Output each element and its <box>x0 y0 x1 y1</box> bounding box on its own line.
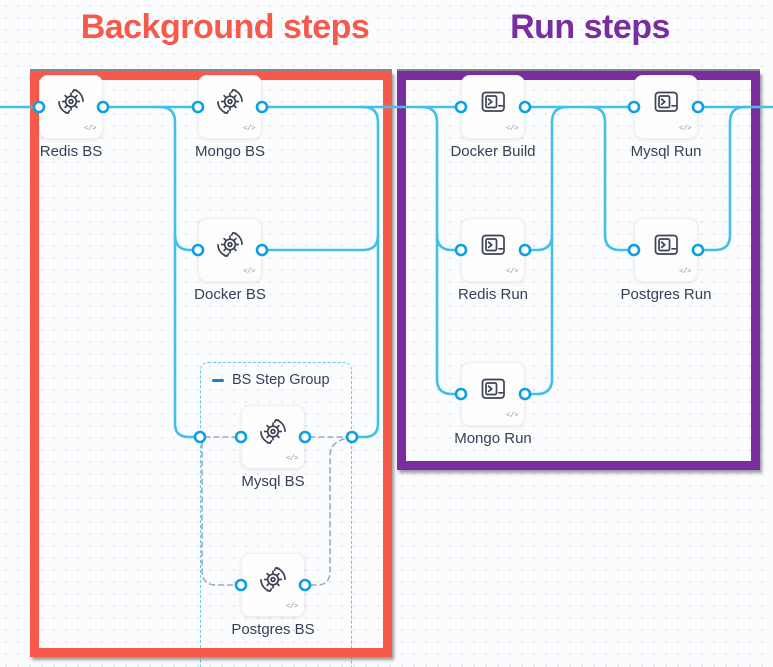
bs-step-group-label: BS Step Group <box>232 372 330 388</box>
connector-bus-left-run <box>420 105 458 396</box>
port-mongo-bs-out[interactable] <box>255 100 269 114</box>
port-docker-bs-in[interactable] <box>191 243 205 257</box>
connector-branch-postgres-run-in <box>588 105 631 252</box>
background-step-icon <box>217 231 243 258</box>
port-bs-step-group-in[interactable] <box>193 430 207 444</box>
port-mysql-bs-in[interactable] <box>234 430 248 444</box>
port-redis-run-in[interactable] <box>454 243 468 257</box>
port-postgres-bs-in[interactable] <box>234 578 248 592</box>
port-postgres-bs-out[interactable] <box>298 578 312 592</box>
step-label: Docker Build <box>450 143 536 160</box>
code-badge: </> <box>678 125 692 133</box>
step-label: Redis Run <box>457 286 529 303</box>
run-step-icon <box>481 234 505 255</box>
connector-branch-docker-bs-out <box>265 233 380 252</box>
run-steps-title: Run steps <box>510 8 670 46</box>
step-label: Mongo BS <box>194 143 266 160</box>
port-docker-build-out[interactable] <box>518 100 532 114</box>
step-label: Mongo Run <box>454 430 532 447</box>
code-badge: </> <box>505 125 519 133</box>
run-step-icon <box>654 91 678 112</box>
connector-branch-redis-run-out <box>528 233 554 252</box>
code-badge: </> <box>285 603 299 611</box>
port-redis-bs-out[interactable] <box>96 100 110 114</box>
step-node-postgres-bs[interactable]: </> <box>241 553 305 617</box>
connector-branch-docker-bs-in <box>173 233 195 252</box>
port-mongo-run-out[interactable] <box>518 387 532 401</box>
run-steps-box <box>397 71 760 470</box>
port-docker-bs-out[interactable] <box>255 243 269 257</box>
step-node-redis-bs[interactable]: </> <box>39 75 103 139</box>
port-postgres-run-in[interactable] <box>627 243 641 257</box>
code-badge: </> <box>505 268 519 276</box>
port-redis-bs-in[interactable] <box>32 100 46 114</box>
port-mysql-bs-out[interactable] <box>298 430 312 444</box>
step-node-postgres-run[interactable]: </> <box>634 218 698 282</box>
connector-branch-redis-run-in <box>435 233 458 252</box>
step-label: Redis BS <box>39 143 103 160</box>
run-step-icon <box>481 378 505 399</box>
background-steps-title: Background steps <box>80 8 370 46</box>
step-label: Postgres BS <box>231 621 315 638</box>
run-step-icon <box>481 91 505 112</box>
code-badge: </> <box>505 412 519 420</box>
step-label: Docker BS <box>194 286 266 303</box>
step-label: Mysql Run <box>630 143 702 160</box>
step-node-docker-build[interactable]: </> <box>461 75 525 139</box>
code-badge: </> <box>678 268 692 276</box>
port-docker-build-in[interactable] <box>454 100 468 114</box>
collapse-minus-icon[interactable] <box>212 378 224 382</box>
port-bs-step-group-out[interactable] <box>345 430 359 444</box>
port-redis-run-out[interactable] <box>518 243 532 257</box>
background-step-icon <box>217 88 243 115</box>
code-badge: </> <box>83 125 97 133</box>
port-mysql-run-out[interactable] <box>691 100 705 114</box>
background-step-icon <box>58 88 84 115</box>
port-mongo-bs-in[interactable] <box>191 100 205 114</box>
bs-step-group-box <box>200 362 352 667</box>
bs-step-group-header: BS Step Group <box>212 372 330 388</box>
connector-branch-postgres-run-out <box>701 105 747 252</box>
connector-bus-left-bg <box>158 105 197 439</box>
run-step-icon <box>654 234 678 255</box>
connector-dashed-postgres-bs-out <box>310 438 345 586</box>
code-badge: </> <box>285 455 299 463</box>
connector-dashed-postgres-bs-in <box>201 442 236 586</box>
code-badge: </> <box>242 125 256 133</box>
connector-bus-right-bg <box>355 105 380 439</box>
step-node-mongo-run[interactable]: </> <box>461 362 525 426</box>
step-label: Postgres Run <box>620 286 712 303</box>
background-step-icon <box>260 566 286 593</box>
port-mongo-run-in[interactable] <box>454 387 468 401</box>
background-step-icon <box>260 418 286 445</box>
step-node-mysql-run[interactable]: </> <box>634 75 698 139</box>
port-postgres-run-out[interactable] <box>691 243 705 257</box>
code-badge: </> <box>242 268 256 276</box>
connector-bus-mid-run <box>528 105 569 396</box>
step-node-redis-run[interactable]: </> <box>461 218 525 282</box>
step-node-mongo-bs[interactable]: </> <box>198 75 262 139</box>
step-label: Mysql BS <box>241 473 305 490</box>
port-mysql-run-in[interactable] <box>627 100 641 114</box>
